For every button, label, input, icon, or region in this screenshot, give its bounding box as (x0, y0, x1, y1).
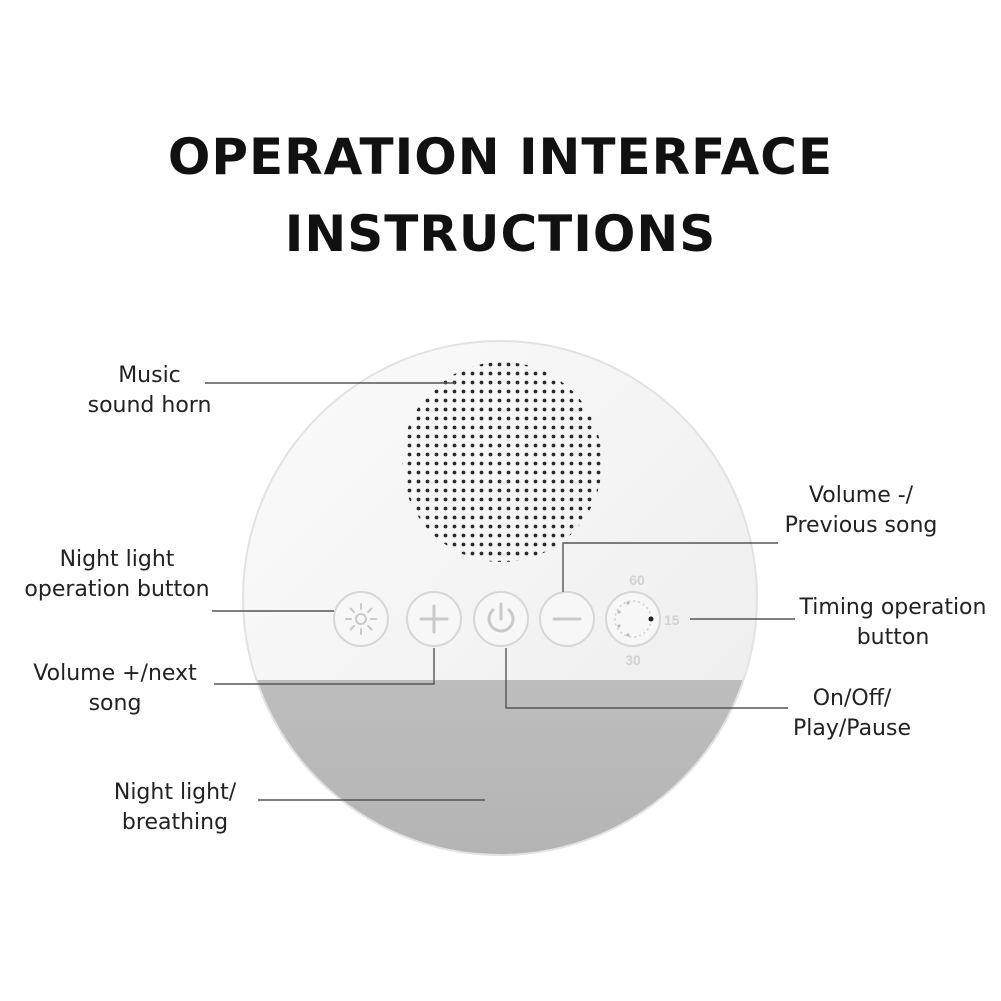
leader-volume-up (214, 648, 435, 685)
label-night-light-button-line1: Night light (59, 547, 175, 572)
timer-mark-60: 60 (629, 572, 645, 588)
volume-up-button[interactable] (406, 591, 462, 647)
timing-button[interactable]: 60 15 30 (605, 572, 680, 668)
label-night-light-button: Night light operation button (12, 545, 222, 605)
label-timing-button: Timing operation button (788, 593, 998, 653)
label-volume-up-line2: song (88, 691, 142, 716)
label-volume-down-line2: Previous song (784, 513, 938, 538)
speaker-grille (402, 362, 602, 562)
label-volume-down: Volume -/ Previous song (772, 481, 950, 541)
sun-icon (345, 603, 377, 635)
label-night-light-button-line2: operation button (24, 577, 210, 602)
leader-power (505, 648, 788, 709)
title-line-1: OPERATION INTERFACE (167, 128, 834, 186)
leader-volume-down (562, 542, 778, 592)
label-music-horn: Music sound horn (72, 361, 227, 421)
timer-mark-15: 15 (664, 612, 680, 628)
label-timing-button-line1: Timing operation (799, 595, 987, 620)
leader-lines (205, 382, 795, 801)
power-icon (487, 602, 515, 633)
label-night-light-breathing: Night light/ breathing (100, 778, 250, 838)
label-music-horn-line2: sound horn (87, 393, 212, 418)
power-button[interactable] (473, 591, 529, 647)
label-power-line1: On/Off/ (812, 686, 892, 711)
label-power: On/Off/ Play/Pause (782, 684, 922, 744)
timer-mark-30: 30 (625, 652, 641, 668)
label-volume-up-line1: Volume +/next (33, 661, 197, 686)
label-volume-down-line1: Volume -/ (808, 483, 914, 508)
title-line-2: INSTRUCTIONS (284, 205, 717, 263)
label-power-line2: Play/Pause (793, 716, 911, 741)
label-volume-up: Volume +/next song (20, 659, 210, 719)
label-timing-button-line2: button (856, 625, 930, 650)
label-night-light-breathing-line2: breathing (121, 810, 229, 835)
timer-dial-icon (614, 600, 654, 638)
plus-icon (419, 604, 449, 634)
label-night-light-breathing-line1: Night light/ (113, 780, 237, 805)
label-music-horn-line1: Music (118, 363, 181, 388)
night-light-button[interactable] (333, 591, 389, 647)
volume-down-button[interactable] (539, 591, 595, 647)
